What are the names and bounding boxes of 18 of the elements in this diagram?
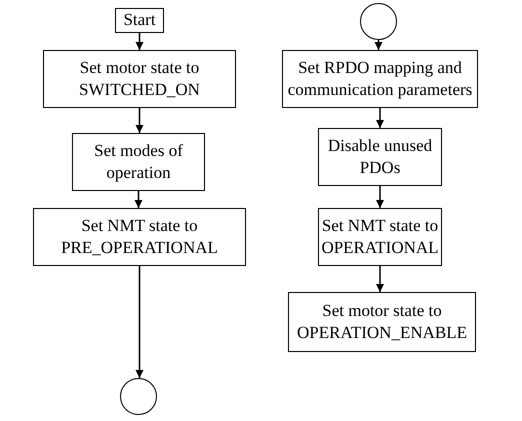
arrow bbox=[376, 186, 384, 208]
process-box: Set modes of operation bbox=[72, 133, 205, 191]
connector-circle bbox=[360, 3, 397, 40]
arrow bbox=[376, 108, 384, 128]
arrow bbox=[376, 266, 384, 292]
start-box: Start bbox=[115, 8, 164, 33]
arrow bbox=[134, 191, 142, 208]
arrow bbox=[136, 266, 144, 378]
process-box: Set RPDO mapping and communication parameters bbox=[282, 50, 478, 108]
process-box: Set motor state to OPERATION_ENABLE bbox=[288, 292, 476, 352]
arrow bbox=[374, 40, 382, 50]
connector-circle bbox=[120, 378, 157, 415]
process-box: Disable unused PDOs bbox=[318, 128, 442, 186]
arrow bbox=[136, 33, 144, 50]
process-box: Set motor state to SWITCHED_ON bbox=[43, 50, 236, 108]
arrow bbox=[136, 108, 144, 133]
process-box: Set NMT state to PRE_OPERATIONAL bbox=[33, 208, 246, 266]
process-box: Set NMT state to OPERATIONAL bbox=[318, 208, 442, 266]
